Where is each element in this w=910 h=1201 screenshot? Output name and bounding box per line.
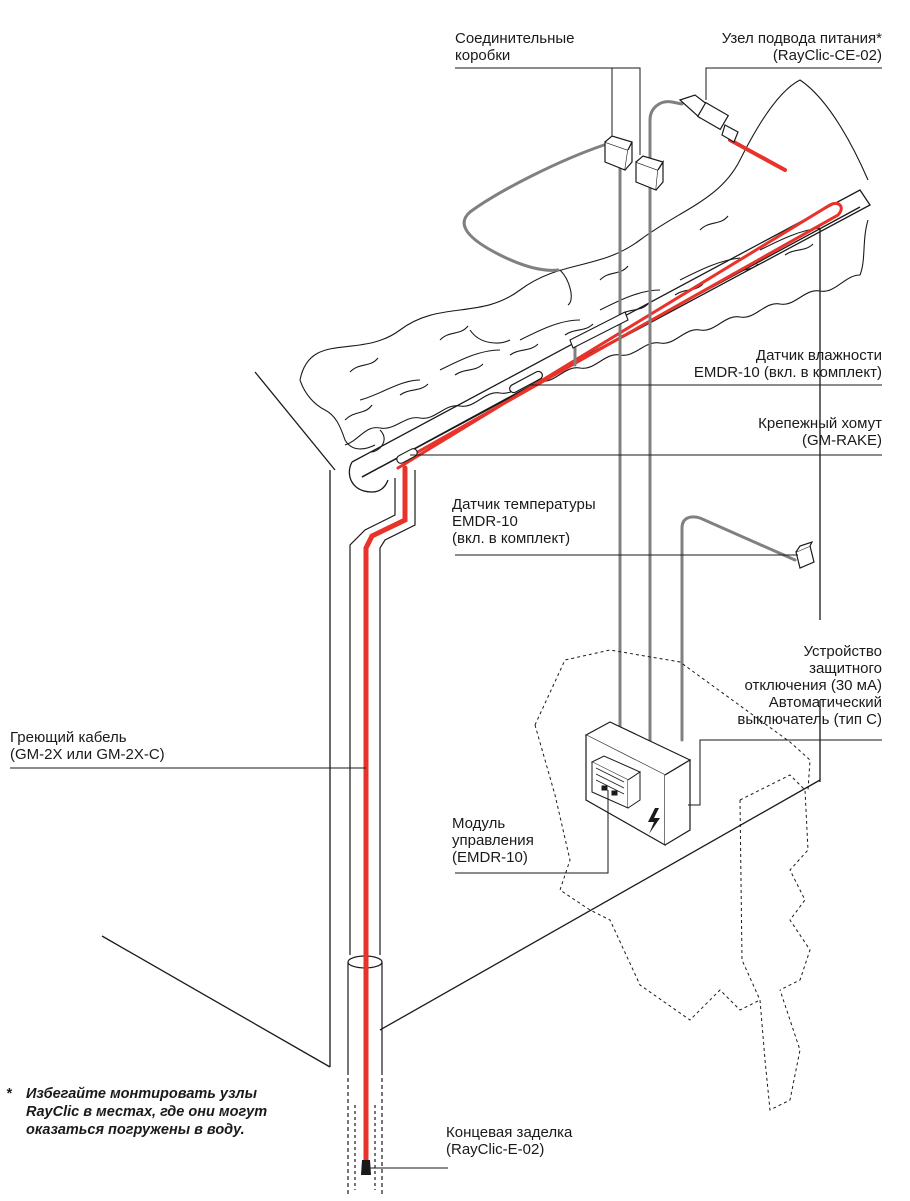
label-control-module: Модуль управления (EMDR-10) bbox=[452, 815, 534, 866]
label-fixing-clamp-line-2: (GM-RAKE) bbox=[802, 432, 882, 449]
label-temperature-sensor: Датчик температуры EMDR-10 (вкл. в компл… bbox=[452, 496, 596, 547]
roof-snow bbox=[299, 79, 869, 453]
label-power-connection: Узел подвода питания* (RayClic-CE-02) bbox=[722, 30, 882, 64]
junction-box-1 bbox=[604, 135, 633, 171]
end-seal-icon bbox=[361, 1160, 371, 1175]
label-moisture-sensor: Датчик влажности EMDR-10 (вкл. в комплек… bbox=[694, 347, 882, 381]
footnote-asterisk: * bbox=[6, 1086, 12, 1102]
footnote-line-3: оказаться погружены в воду. bbox=[26, 1122, 245, 1138]
leader-lines bbox=[10, 67, 882, 1169]
moisture-sensor-icon bbox=[509, 370, 543, 394]
leader-rcd bbox=[688, 739, 882, 806]
temperature-sensor-icon bbox=[795, 540, 815, 569]
fixing-clamp-icon bbox=[396, 311, 629, 464]
label-temperature-sensor-line-3: (вкл. в комплект) bbox=[452, 530, 571, 547]
heating-cable bbox=[363, 138, 843, 1163]
label-moisture-sensor-line-1: Датчик влажности bbox=[755, 347, 882, 364]
label-junction-boxes: Соединительные коробки bbox=[455, 30, 575, 64]
control-module-icon bbox=[590, 755, 642, 809]
downpipe bbox=[347, 470, 416, 1195]
label-rcd-breaker: Устройство защитного отключения (30 мА) … bbox=[737, 643, 882, 728]
lightning-bolt-icon bbox=[648, 808, 660, 834]
leader-power bbox=[705, 67, 882, 100]
label-end-seal-line-2: (RayClic-E-02) bbox=[446, 1141, 545, 1158]
label-end-seal-line-1: Концевая заделка bbox=[446, 1124, 573, 1141]
label-heating-cable-line-2: (GM-2X или GM-2X-C) bbox=[10, 746, 165, 763]
label-control-module-line-1: Модуль bbox=[452, 815, 506, 832]
label-power-connection-line-2: (RayClic-CE-02) bbox=[772, 47, 882, 64]
footnote-line-1: Избегайте монтировать узлы bbox=[26, 1086, 257, 1102]
label-junction-boxes-line-2: коробки bbox=[455, 47, 511, 64]
footnote-text: Избегайте монтировать узлы RayClic в мес… bbox=[26, 1085, 267, 1139]
label-heating-cable: Греющий кабель (GM-2X или GM-2X-C) bbox=[10, 729, 165, 763]
label-temperature-sensor-line-1: Датчик температуры bbox=[452, 496, 596, 513]
label-fixing-clamp: Крепежный хомут (GM-RAKE) bbox=[758, 415, 882, 449]
label-control-module-line-3: (EMDR-10) bbox=[452, 849, 528, 866]
label-temperature-sensor-line-2: EMDR-10 bbox=[452, 513, 518, 530]
label-rcd-breaker-line-2: защитного bbox=[809, 660, 882, 677]
label-moisture-sensor-line-2: EMDR-10 (вкл. в комплект) bbox=[693, 364, 882, 381]
label-fixing-clamp-line-1: Крепежный хомут bbox=[758, 415, 882, 432]
label-junction-boxes-line-1: Соединительные bbox=[455, 30, 575, 47]
label-control-module-line-2: управления bbox=[452, 832, 534, 849]
label-rcd-breaker-line-3: отключения (30 мА) bbox=[744, 677, 882, 694]
junction-box-2 bbox=[635, 155, 664, 191]
leader-module bbox=[455, 790, 609, 874]
label-rcd-breaker-line-4: Автоматический bbox=[768, 694, 882, 711]
label-end-seal: Концевая заделка (RayClic-E-02) bbox=[446, 1124, 572, 1158]
building bbox=[101, 228, 821, 1068]
label-rcd-breaker-line-5: выключатель (тип С) bbox=[737, 711, 882, 728]
footnote: * Избегайте монтировать узлы RayClic в м… bbox=[6, 1085, 267, 1139]
interior-outline bbox=[534, 649, 811, 1111]
footnote-line-2: RayClic в местах, где они могут bbox=[26, 1104, 268, 1120]
label-rcd-breaker-line-1: Устройство bbox=[803, 643, 882, 660]
label-heating-cable-line-1: Греющий кабель bbox=[10, 729, 127, 746]
leader-junction-boxes bbox=[455, 67, 641, 155]
label-power-connection-line-1: Узел подвода питания* bbox=[721, 30, 882, 47]
power-connection-icon bbox=[678, 94, 739, 143]
